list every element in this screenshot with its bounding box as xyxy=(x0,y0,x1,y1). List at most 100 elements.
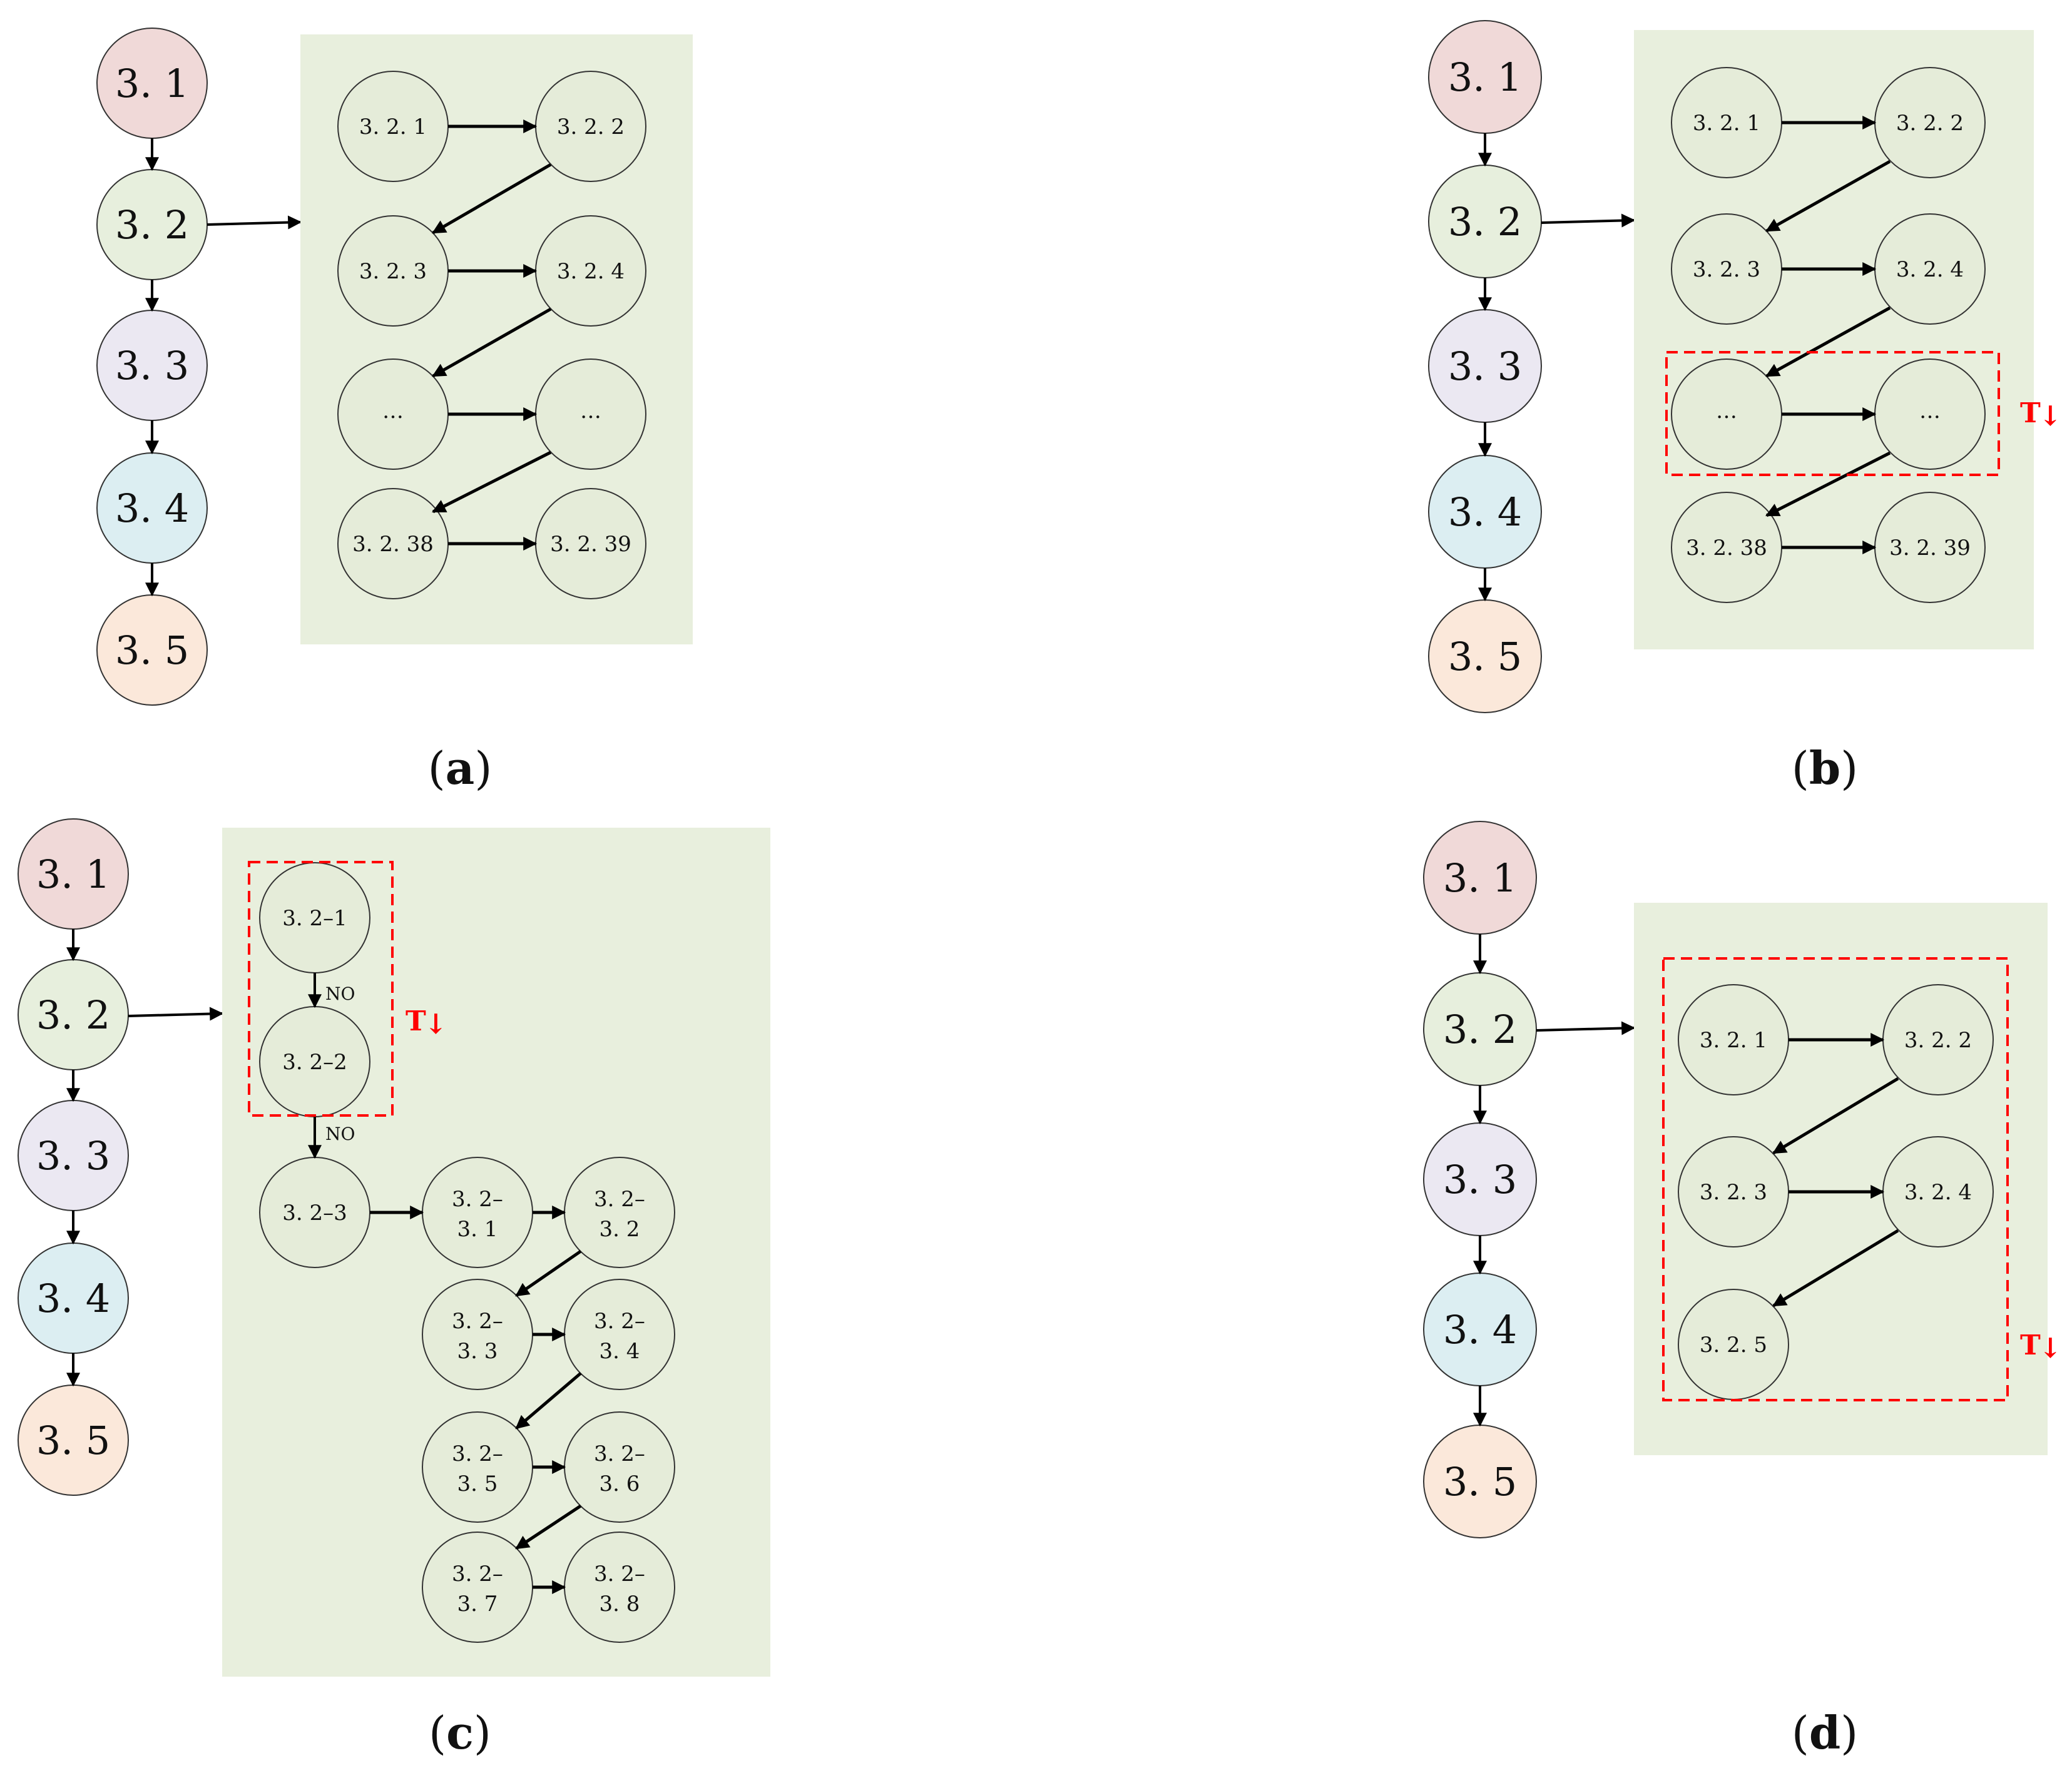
panel-caption-b: (b) xyxy=(1792,741,1859,795)
main-node-label: 3. 1 xyxy=(115,61,189,106)
sub-node-label: 3. 2–3 xyxy=(282,1201,347,1226)
sub-node-label: 3. 3 xyxy=(457,1339,498,1364)
main-node-label: 3. 2 xyxy=(36,992,110,1038)
sub-node xyxy=(564,1157,675,1268)
sub-arrow xyxy=(515,1504,582,1550)
sub-node-label: 3. 2. 4 xyxy=(1896,257,1964,282)
main-node-label: 3. 2 xyxy=(1448,199,1522,245)
sub-node-label: 3. 2– xyxy=(452,1562,503,1587)
sub-arrow xyxy=(1772,1077,1899,1155)
sub-node-label: 3. 2. 3 xyxy=(359,259,427,284)
main-node-label: 3. 1 xyxy=(36,851,110,897)
main-node-label: 3. 5 xyxy=(36,1418,110,1463)
sub-node-label: 3. 2– xyxy=(594,1309,645,1334)
main-node-label: 3. 2 xyxy=(1443,1007,1517,1052)
main-node-label: 3. 4 xyxy=(1443,1307,1517,1353)
down-arrow-icon: ↓ xyxy=(424,1008,447,1040)
expand-arrow xyxy=(1536,1021,1636,1035)
sub-node-label: 3. 2–2 xyxy=(282,1050,347,1075)
sub-node-label: 3. 6 xyxy=(600,1471,640,1496)
sub-node-label: 3. 2. 3 xyxy=(1700,1180,1767,1205)
main-node-label: 3. 4 xyxy=(115,485,189,531)
expand-arrow xyxy=(1541,213,1636,228)
caption-letter: d xyxy=(1809,1706,1840,1759)
sub-arrow xyxy=(515,1372,582,1430)
main-node-label: 3. 4 xyxy=(36,1276,110,1321)
sub-arrow xyxy=(1772,1229,1899,1308)
dashed-highlight-box xyxy=(248,861,394,1117)
sub-node xyxy=(422,1411,533,1523)
main-flow-d: 3. 1 3. 2 3. 3 3. 4 3. 5 xyxy=(1423,821,1636,1538)
sub-node xyxy=(564,1279,675,1390)
sub-node-label: … xyxy=(580,399,601,424)
main-flow-b: 3. 1 3. 2 3. 3 3. 4 3. 5 xyxy=(1428,20,1636,713)
sub-node-label: 3. 4 xyxy=(600,1339,640,1364)
sub-node-label: 3. 2. 2 xyxy=(557,114,625,140)
panel-d: 3. 1 3. 2 3. 3 3. 4 3. 5 3. 2. 1 3. 2. 2… xyxy=(1423,821,2062,1759)
subprocess-nodes-b: 3. 2. 1 3. 2. 2 3. 2. 3 3. 2. 4 … … 3. 2… xyxy=(1671,67,1986,603)
sub-node xyxy=(422,1157,533,1268)
panel-b: 3. 1 3. 2 3. 3 3. 4 3. 5 3. 2. 1 3. 2. 2… xyxy=(1428,20,2062,795)
sub-node xyxy=(564,1411,675,1523)
sub-arrow xyxy=(515,1249,582,1298)
sub-node-label: … xyxy=(382,399,404,424)
main-node-label: 3. 5 xyxy=(1443,1459,1517,1505)
edge-label-no: NO xyxy=(325,983,355,1004)
t-marker-label: T xyxy=(2020,1329,2041,1361)
sub-node-label: 3. 2. 4 xyxy=(1904,1180,1972,1205)
sub-node-label: 3. 8 xyxy=(600,1592,640,1617)
time-reduction-marker: T ↓ xyxy=(2020,397,2062,432)
panel-a: 3. 1 3. 2 3. 3 3. 4 3. 5 3. 2. 1 3. 2. 2… xyxy=(96,28,693,795)
t-marker-label: T xyxy=(406,1005,426,1037)
panel-caption-c: (c) xyxy=(429,1706,491,1759)
sub-node-label: 3. 5 xyxy=(457,1471,498,1496)
sub-node-label: 3. 2–1 xyxy=(282,906,347,931)
down-arrow-icon: ↓ xyxy=(2039,400,2062,432)
sub-node-label: 3. 2. 39 xyxy=(550,532,631,557)
sub-node-label: 3. 7 xyxy=(457,1592,498,1617)
sub-arrow xyxy=(432,450,552,514)
down-arrow-icon: ↓ xyxy=(2039,1333,2062,1364)
main-node-label: 3. 1 xyxy=(1448,54,1522,100)
dashed-highlight-box xyxy=(1665,351,2000,476)
dashed-highlight-box xyxy=(1662,957,2009,1401)
panel-caption-a: (a) xyxy=(428,741,492,795)
sub-arrow xyxy=(1765,306,1891,378)
sub-node-label: 3. 2– xyxy=(452,1441,503,1466)
time-reduction-marker: T ↓ xyxy=(2020,1329,2062,1364)
sub-node-label: 3. 2– xyxy=(452,1187,503,1212)
sub-node-label: 3. 2. 5 xyxy=(1700,1333,1767,1358)
sub-node-label: 3. 2. 38 xyxy=(1686,536,1767,561)
main-node-label: 3. 5 xyxy=(1448,634,1522,679)
sub-arrow xyxy=(1765,160,1891,233)
edge-label-no: NO xyxy=(325,1124,355,1144)
panel-caption-d: (d) xyxy=(1792,1706,1859,1759)
sub-node xyxy=(422,1532,533,1643)
sub-node-label: 3. 2. 2 xyxy=(1904,1028,1972,1053)
subprocess-nodes-a: 3. 2. 1 3. 2. 2 3. 2. 3 3. 2. 4 … … 3. 2… xyxy=(337,71,646,599)
sub-arrow xyxy=(432,307,552,378)
main-node-label: 3. 2 xyxy=(115,202,189,248)
sub-node-label: … xyxy=(1716,399,1737,424)
sub-node xyxy=(422,1279,533,1390)
sub-node-label: 3. 2 xyxy=(600,1217,640,1242)
sub-node-label: 3. 2– xyxy=(594,1562,645,1587)
sub-node-label: 3. 2. 38 xyxy=(352,532,434,557)
sub-node-label: 3. 2– xyxy=(594,1187,645,1212)
main-flow-c: 3. 1 3. 2 3. 3 3. 4 3. 5 xyxy=(18,818,224,1496)
sub-node-label: 3. 2– xyxy=(594,1441,645,1466)
main-node-label: 3. 3 xyxy=(1443,1157,1517,1202)
main-node-label: 3. 3 xyxy=(115,343,189,389)
sub-arrow xyxy=(1765,451,1891,517)
expand-arrow xyxy=(207,215,302,230)
sub-node-label: 3. 2– xyxy=(452,1309,503,1334)
time-reduction-marker: T ↓ xyxy=(406,1005,447,1040)
sub-node-label: 3. 2. 1 xyxy=(1693,111,1760,136)
caption-letter: c xyxy=(446,1706,474,1759)
sub-node-label: 3. 2. 3 xyxy=(1693,257,1760,282)
sub-node-label: 3. 1 xyxy=(457,1217,498,1242)
expand-arrow xyxy=(128,1007,224,1021)
caption-letter: b xyxy=(1809,741,1840,795)
panel-c: 3. 1 3. 2 3. 3 3. 4 3. 5 3. 2–1 3. 2–2 3… xyxy=(18,818,770,1759)
